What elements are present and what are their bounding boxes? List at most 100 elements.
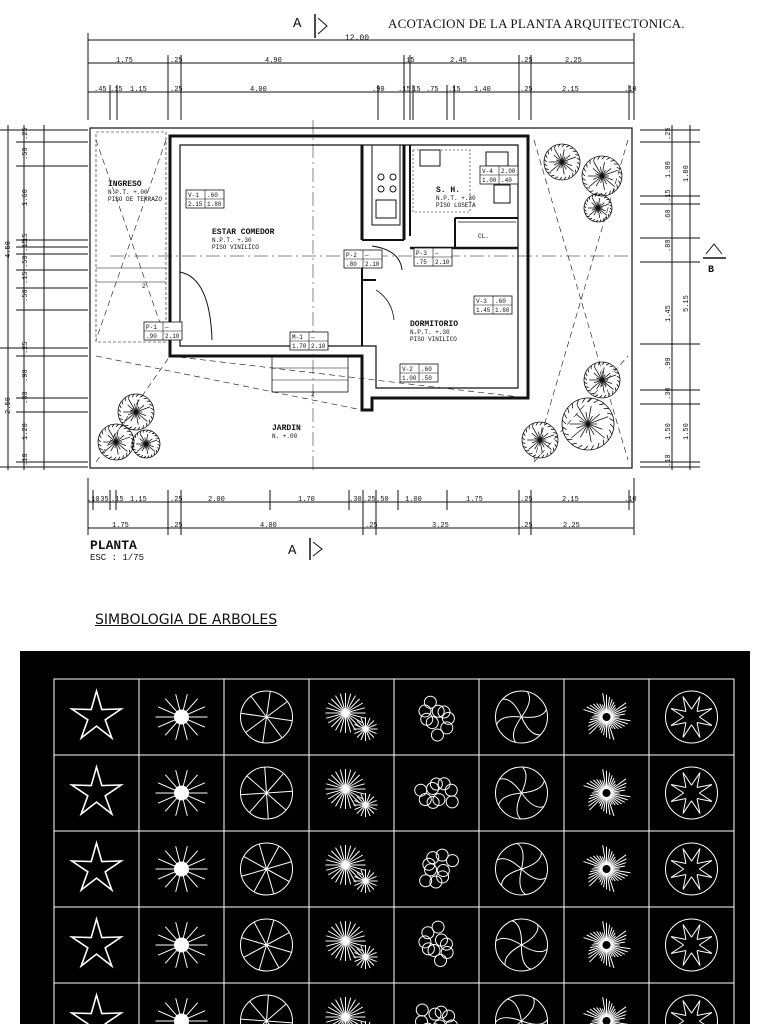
dim-top-total: 12.00 [345, 34, 369, 43]
dim-left-lower: 2.50 [5, 397, 13, 414]
dim-bottom-row1: 1.00 [405, 496, 422, 504]
opening-code: P-1 [146, 324, 157, 331]
room-floor: PISO LOSETA [436, 202, 476, 209]
tree-icon [543, 143, 581, 181]
dim-bottom-row1: 2.00 [208, 496, 225, 504]
step-mark: 2 [142, 283, 146, 290]
feather-circle-icon [418, 920, 454, 967]
dim-right-inner: 1.45 [665, 305, 673, 322]
opening-b: 1.45 [476, 307, 491, 314]
tree-icon [581, 155, 623, 197]
dot-cloud-icon [325, 845, 378, 893]
dim-right-inner: 1.50 [665, 423, 673, 440]
tree-icon [583, 361, 621, 399]
dim-top-row2: .25 [520, 57, 533, 65]
dim-bottom-row2: .25 [170, 522, 183, 530]
dim-top-row3: .75 [426, 86, 439, 94]
star-burst-icon [414, 777, 459, 809]
dim-bottom-row2: .25 [520, 522, 533, 530]
opening-code: V-4 [482, 168, 493, 175]
dim-bottom-row1: .15 [111, 496, 124, 504]
room-floor: PISO VINILICO [212, 244, 259, 251]
dim-right-outer: 1.80 [683, 165, 691, 182]
hatched-circle-icon [665, 842, 718, 896]
opening-a: — [434, 250, 439, 257]
dim-top-row2: .25 [170, 57, 183, 65]
opening-a: .60 [207, 192, 218, 199]
room-floor: PISO VINILICO [410, 336, 457, 343]
bubble-group-icon [155, 770, 208, 816]
scatter-circle-icon [325, 769, 378, 817]
dim-right-inner: .80 [665, 239, 673, 252]
dim-left-detail: .30 [22, 391, 30, 404]
dim-right-inner: .60 [665, 209, 673, 222]
dim-top-row3: 4.00 [250, 86, 267, 94]
room-level: N.P.T. +.00 [108, 189, 148, 196]
room-level: N.P.T. +.30 [212, 237, 252, 244]
opening-c: 2.10 [311, 343, 326, 350]
spiky-shrub-icon [155, 694, 208, 740]
opening-c: 2.10 [165, 333, 180, 340]
needle-circle-icon [155, 922, 208, 968]
opening-code: V-3 [476, 298, 487, 305]
opening-c: .50 [421, 375, 432, 382]
room-level: N.P.T. +.30 [410, 329, 450, 336]
petal-circle-icon [240, 918, 293, 972]
dim-bottom-row1: 2.15 [562, 496, 579, 504]
dim-right-outer: 1.50 [683, 423, 691, 440]
dim-bottom-row2: 3.25 [432, 522, 449, 530]
shell-circle-icon [325, 997, 371, 1024]
dim-top-row3: .90 [372, 86, 385, 94]
dim-right-inner: .25 [665, 127, 673, 140]
star-circle-icon [665, 690, 718, 744]
dim-bottom-row1: 1.70 [298, 496, 315, 504]
dim-top-row3: .15 [408, 86, 421, 94]
lobed-canopy-icon [495, 690, 548, 744]
dim-top-row3: .15 [110, 86, 123, 94]
dim-left-detail: .25 [22, 341, 30, 354]
room-level: N.P.T. +.30 [436, 195, 476, 202]
dim-right-inner: .10 [665, 454, 673, 467]
dim-bottom-row1: .35 [96, 496, 109, 504]
dim-top-row2: 4.90 [265, 57, 282, 65]
dim-left-detail: .90 [22, 369, 30, 382]
closet-label: CL. [478, 233, 489, 240]
opening-code: V-1 [188, 192, 199, 199]
palm-top-icon [665, 994, 718, 1024]
section-a-label: A [293, 16, 302, 32]
dim-top-row3: .45 [94, 86, 107, 94]
sheet-title: ACOTACION DE LA PLANTA ARQUITECTONICA. [388, 16, 685, 31]
section-b-label: B [708, 265, 714, 276]
dim-top-row3: 1.15 [130, 86, 147, 94]
dim-bottom-row2: 1.75 [112, 522, 129, 530]
dim-bottom-row2: .25 [365, 522, 378, 530]
dim-bottom-row2: 4.00 [260, 522, 277, 530]
dim-left-detail: 1.20 [22, 423, 30, 440]
opening-b: .75 [416, 259, 427, 266]
tree-icon [561, 397, 615, 451]
dim-top-row2: 2.25 [565, 57, 582, 65]
opening-b: 1.00 [482, 177, 497, 184]
dim-top-row2: .15 [402, 57, 415, 65]
wavy-ring-icon [69, 916, 124, 969]
opening-c: 2.10 [365, 261, 380, 268]
dim-bottom-row2: 2.25 [563, 522, 580, 530]
dim-top-row3: 1.40 [474, 86, 491, 94]
dim-bottom-row1: .30 [349, 496, 362, 504]
room-name: DORMITORIO [410, 320, 458, 329]
dim-top-row3: .10 [624, 86, 637, 94]
opening-tag: V-2.601.00.50 [399, 363, 439, 383]
segment-circle-icon [419, 848, 459, 889]
floor-plan-drawing: 12.00AAB1.75.254.90.152.45.252.25.45.151… [0, 14, 726, 560]
opening-c: 1.60 [495, 307, 510, 314]
dim-left-detail: .15 [22, 271, 30, 284]
dense-radial-icon [583, 769, 631, 817]
tree-icon [131, 429, 161, 459]
dim-left-detail: .15 [22, 239, 30, 252]
opening-code: V-2 [402, 366, 413, 373]
room-floor: PISO DE TERRAZO [108, 196, 162, 203]
plan-scale: ESC : 1/75 [90, 553, 145, 563]
dim-bottom-row1: 1.15 [130, 496, 147, 504]
